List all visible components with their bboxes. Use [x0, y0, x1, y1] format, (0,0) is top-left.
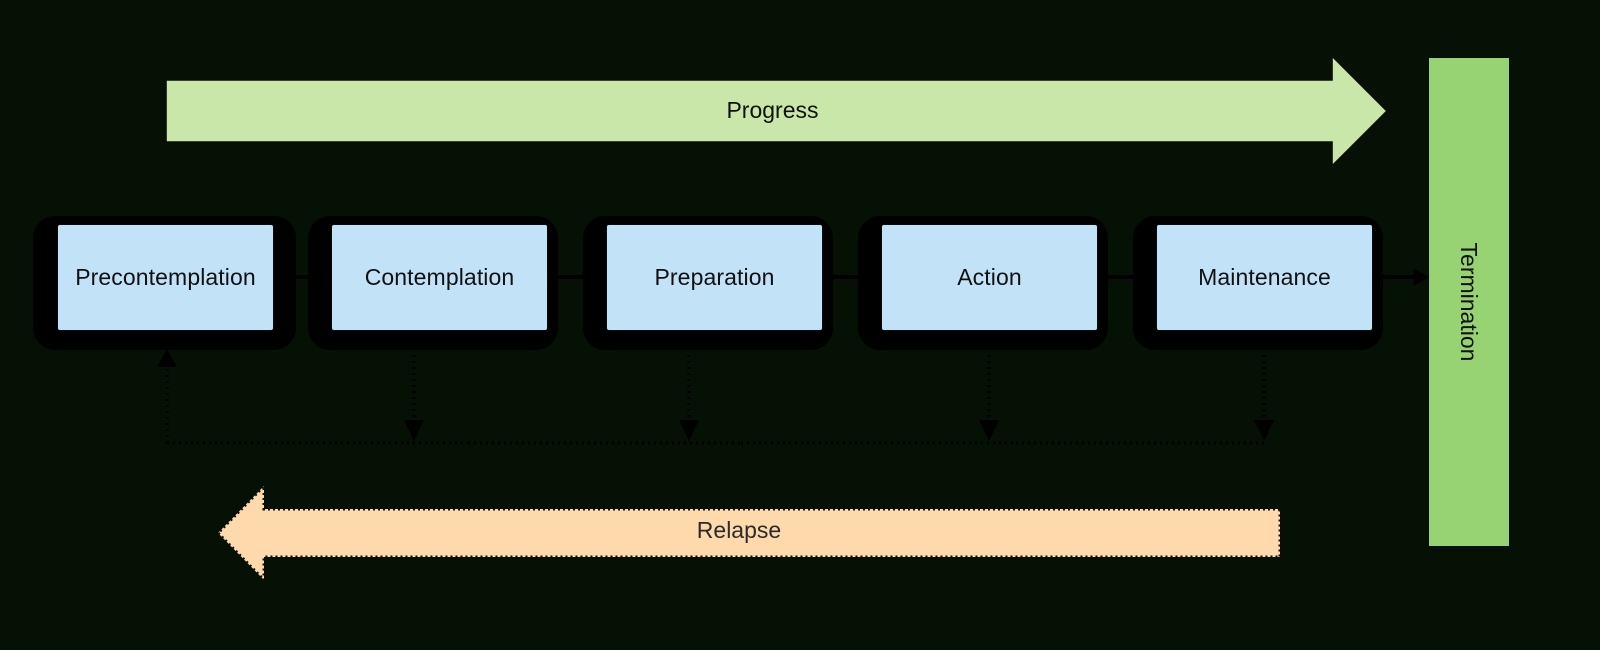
stage-box-maintenance[interactable]: Maintenance: [1156, 224, 1373, 331]
relapse-arrow: [215, 482, 1282, 584]
relapse-arrow-shape: [215, 482, 1282, 584]
stage-label-action: Action: [957, 264, 1022, 290]
relapse-arrowhead-down-maintenance: [1254, 420, 1274, 441]
termination-box: [1428, 57, 1510, 547]
stage-box-precontemplation[interactable]: Precontemplation: [57, 224, 274, 331]
progress-arrow-shape: [165, 54, 1389, 168]
stage-box-preparation[interactable]: Preparation: [606, 224, 823, 331]
stage-box-action[interactable]: Action: [881, 224, 1098, 331]
relapse-label: Relapse: [696, 517, 782, 543]
progress-label: Progress: [726, 97, 819, 123]
stage-label-precontemplation: Precontemplation: [75, 264, 256, 290]
relapse-arrowhead-up-precontemplation: [157, 349, 177, 367]
relapse-arrowhead-down-action: [979, 420, 999, 441]
relapse-arrowhead-down-contemplation: [404, 420, 424, 441]
progress-arrow: [165, 54, 1389, 168]
stage-box-contemplation[interactable]: Contemplation: [331, 224, 548, 331]
relapse-arrowhead-down-preparation: [679, 420, 699, 441]
stage-label-maintenance: Maintenance: [1198, 264, 1331, 290]
stage-label-preparation: Preparation: [654, 264, 775, 290]
stage-label-contemplation: Contemplation: [364, 264, 515, 290]
